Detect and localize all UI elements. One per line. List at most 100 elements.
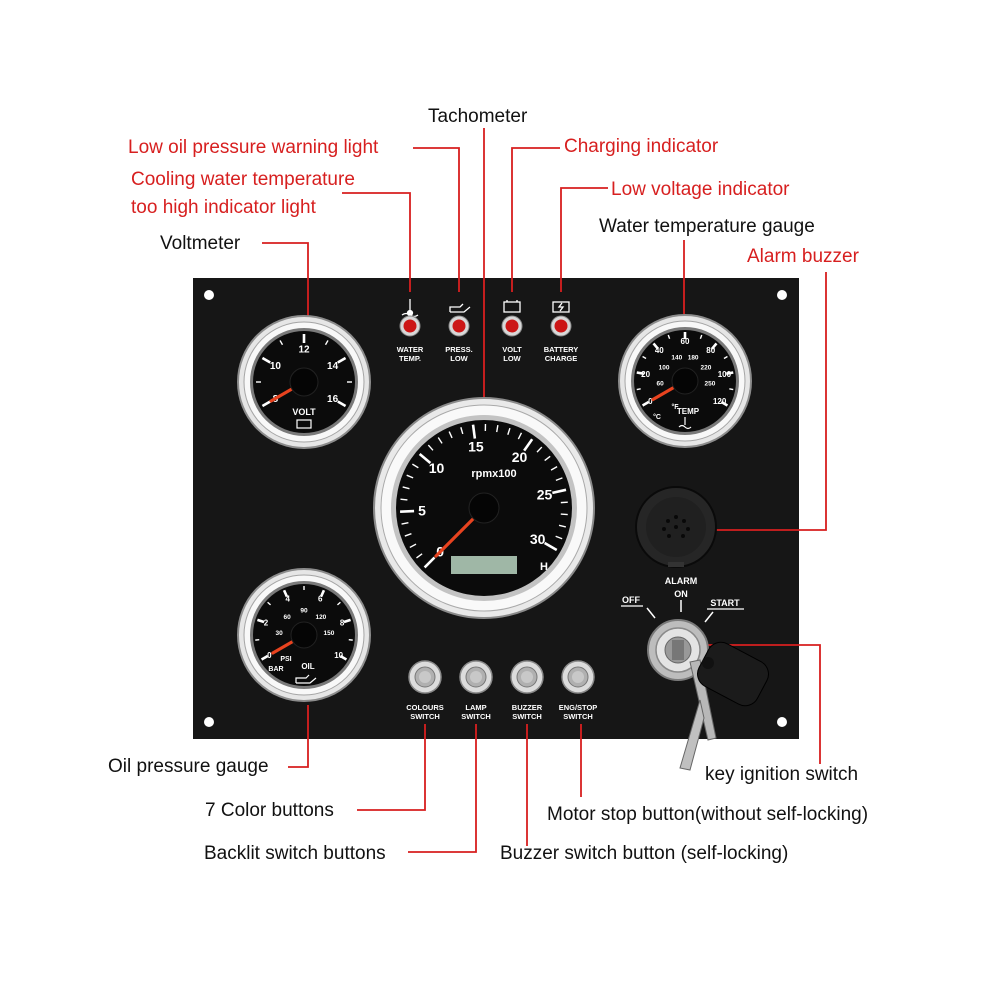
indicator-light-2: PRESS.LOW (445, 303, 473, 363)
leader-key-ignition (700, 644, 821, 764)
mount-hole (777, 290, 787, 300)
callout-cooling-line2: too high indicator light (131, 197, 316, 218)
gauge-tick-label: 4 (286, 594, 291, 603)
ignition-on-label: ON (674, 589, 688, 599)
gauge-tick-label: 30 (530, 531, 546, 547)
leader-low-oil (413, 147, 460, 292)
switch-label-line2: SWITCH (512, 712, 542, 721)
needle-hub (289, 367, 319, 397)
ignition-key[interactable] (679, 637, 773, 771)
gauge-tick-label: 0 (267, 651, 272, 660)
gauge-tick-label: 40 (655, 346, 664, 355)
gauge-tick-label: 5 (418, 503, 426, 519)
buzzer-holes (662, 515, 690, 538)
gauge-tick-label: 10 (270, 361, 282, 372)
callout-low-voltage: Low voltage indicator (611, 179, 790, 200)
hour-meter-display (451, 556, 517, 574)
leader-low-voltage (560, 187, 608, 292)
gauge-tick-label: 250 (704, 380, 715, 387)
callout-backlit-buttons: Backlit switch buttons (204, 843, 386, 864)
leader-voltmeter (262, 242, 309, 328)
mount-hole (777, 717, 787, 727)
thermometer-icon (401, 299, 419, 318)
light-label-line1: PRESS. (445, 345, 473, 354)
switch-label-line1: BUZZER (512, 703, 543, 712)
ignition-alarm-label: ALARM (665, 576, 698, 586)
leader-cooling (342, 192, 411, 292)
oil-can-icon (295, 674, 317, 684)
light-label-line1: WATER (397, 345, 424, 354)
light-label-line2: LOW (503, 354, 521, 363)
gauge-tick-label: 100 (718, 370, 732, 379)
ignition-switch[interactable]: ALARM OFF ON START (621, 576, 773, 771)
switch-label-line2: SWITCH (461, 712, 491, 721)
leader-oil-pressure (288, 705, 309, 768)
callout-low-oil-warning: Low oil pressure warning light (128, 137, 379, 158)
ignition-off-label: OFF (622, 595, 640, 605)
leader-lines (262, 128, 827, 853)
gauge-tick-label: 2 (264, 618, 269, 627)
gauge-tick-label: 120 (713, 397, 727, 406)
gauge-tick-label: 80 (706, 346, 715, 355)
callout-oil-pressure-gauge: Oil pressure gauge (108, 756, 269, 777)
gauge-tick-label: 25 (537, 486, 553, 502)
hour-label: H (540, 561, 548, 573)
callout-water-temp-gauge: Water temperature gauge (599, 216, 815, 237)
ignition-start-label: START (710, 598, 740, 608)
callout-key-ignition: key ignition switch (705, 764, 859, 785)
callout-alarm-buzzer: Alarm buzzer (747, 246, 859, 267)
celsius-unit: °C (653, 413, 661, 421)
callout-buzzer-switch: Buzzer switch button (self-locking) (500, 843, 789, 864)
light-label-line1: BATTERY (544, 345, 579, 354)
gauge-tick-label: 180 (688, 355, 699, 362)
gauge-tick-label: 220 (701, 365, 712, 372)
alarm-buzzer (635, 486, 717, 568)
gauge-tick-label: 20 (512, 449, 528, 465)
gauge-tick-label: 16 (327, 394, 339, 405)
callout-voltmeter: Voltmeter (160, 233, 241, 254)
oil-label: OIL (301, 662, 314, 671)
needle-hub (468, 492, 500, 524)
light-label-line2: LOW (450, 354, 468, 363)
switch-label-line1: ENG/STOP (559, 703, 598, 712)
light-label-line2: TEMP. (399, 354, 421, 363)
gauge-tick-label: 100 (659, 365, 670, 372)
gauge-tick-label: 20 (641, 370, 650, 379)
gauge-tick-label: 90 (300, 607, 308, 614)
gauge-tick-label: 10 (429, 460, 445, 476)
gauge-tick-label: 60 (656, 380, 664, 387)
fahrenheit-unit: °F (671, 403, 679, 411)
gauge-tick-label: 60 (681, 337, 690, 346)
mount-hole (204, 717, 214, 727)
switch-label-line1: COLOURS (406, 703, 444, 712)
gauge-tick-label: 150 (323, 630, 334, 637)
gauge-tick-label: 140 (671, 355, 682, 362)
water-temp-unit-label: TEMP (677, 407, 700, 416)
tachometer-unit-label: rpmx100 (471, 468, 516, 480)
callout-color-buttons: 7 Color buttons (205, 800, 334, 821)
gauge-tick-label: 120 (315, 614, 326, 621)
gauge-tick-label: 14 (327, 361, 339, 372)
push-switches: COLOURSSWITCHLAMPSWITCHBUZZERSWITCHENG/S… (406, 660, 598, 721)
battery-charge-icon (552, 301, 570, 313)
leader-backlit (408, 724, 477, 853)
needle-hub (290, 621, 318, 649)
battery-icon (503, 300, 521, 313)
leader-alarm-buzzer (712, 272, 827, 531)
light-label-line1: VOLT (502, 345, 522, 354)
gauge-tick-label: 12 (298, 345, 310, 356)
callout-tachometer: Tachometer (428, 106, 528, 127)
switch-label-line1: LAMP (465, 703, 486, 712)
light-label-line2: CHARGE (545, 354, 578, 363)
switch-label-line2: SWITCH (410, 712, 440, 721)
leader-color-buttons (357, 724, 426, 811)
gauge-tick-label: 0 (648, 397, 653, 406)
